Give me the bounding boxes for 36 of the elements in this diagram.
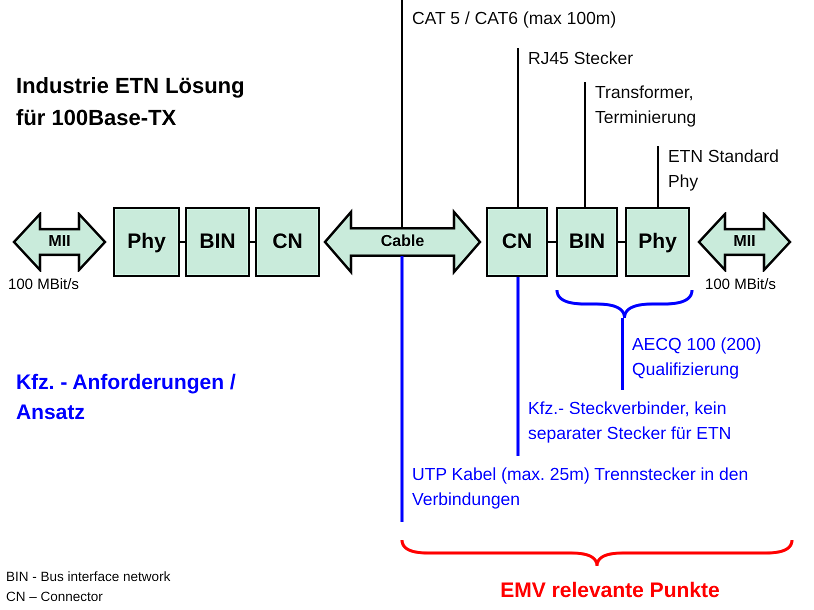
leader-line: [400, 256, 404, 522]
component-box: Phy: [625, 207, 690, 277]
leader-line: [621, 318, 624, 390]
edge-label: Cable: [380, 232, 426, 252]
leader-line: [401, 0, 403, 228]
callout-text: UTP Kabel (max. 25m) Trennstecker in den Verbindungen: [400, 462, 790, 522]
data-rate-text: 100 MBit/s: [705, 276, 776, 293]
component-box: CN: [255, 207, 320, 277]
abbreviation-note: BIN - Bus interface network: [6, 568, 172, 586]
note-heading: Kfz. - Anforderungen / Ansatz: [16, 370, 237, 426]
component-box: Phy: [113, 207, 180, 277]
abbreviation-note: CN – Connector: [6, 588, 104, 606]
callout-text: AECQ 100 (200) Qualifizierung: [622, 332, 812, 390]
callout-text: CAT 5 / CAT6 (max 100m): [400, 6, 720, 40]
leader-line: [517, 48, 519, 207]
title: Industrie ETN Lösung für 100Base-TX: [16, 72, 246, 132]
connector-line: [618, 241, 625, 243]
connector-line: [180, 241, 185, 243]
component-box: BIN: [556, 207, 618, 277]
connector-line: [548, 241, 556, 243]
connector-line: [250, 241, 255, 243]
callout-text: RJ45 Stecker: [516, 46, 696, 74]
callout-text: ETN Standard Phy: [656, 144, 806, 200]
leader-line: [516, 277, 520, 456]
data-rate-text: 100 MBit/s: [8, 276, 79, 293]
callout-text: Transformer, Terminierung: [583, 80, 753, 136]
double-arrow: [323, 208, 482, 276]
double-arrow: MII: [12, 212, 107, 272]
component-box: BIN: [185, 207, 250, 277]
leader-line: [657, 146, 659, 207]
component-box: CN: [486, 207, 548, 277]
curly-brace: [556, 290, 694, 320]
callout-text: Kfz.- Steckverbinder, kein separater Stecker für ETN: [516, 396, 756, 456]
double-arrow: MII: [697, 212, 792, 272]
heading-text: EMV relevante Punkte: [440, 575, 780, 607]
leader-line: [584, 82, 586, 207]
